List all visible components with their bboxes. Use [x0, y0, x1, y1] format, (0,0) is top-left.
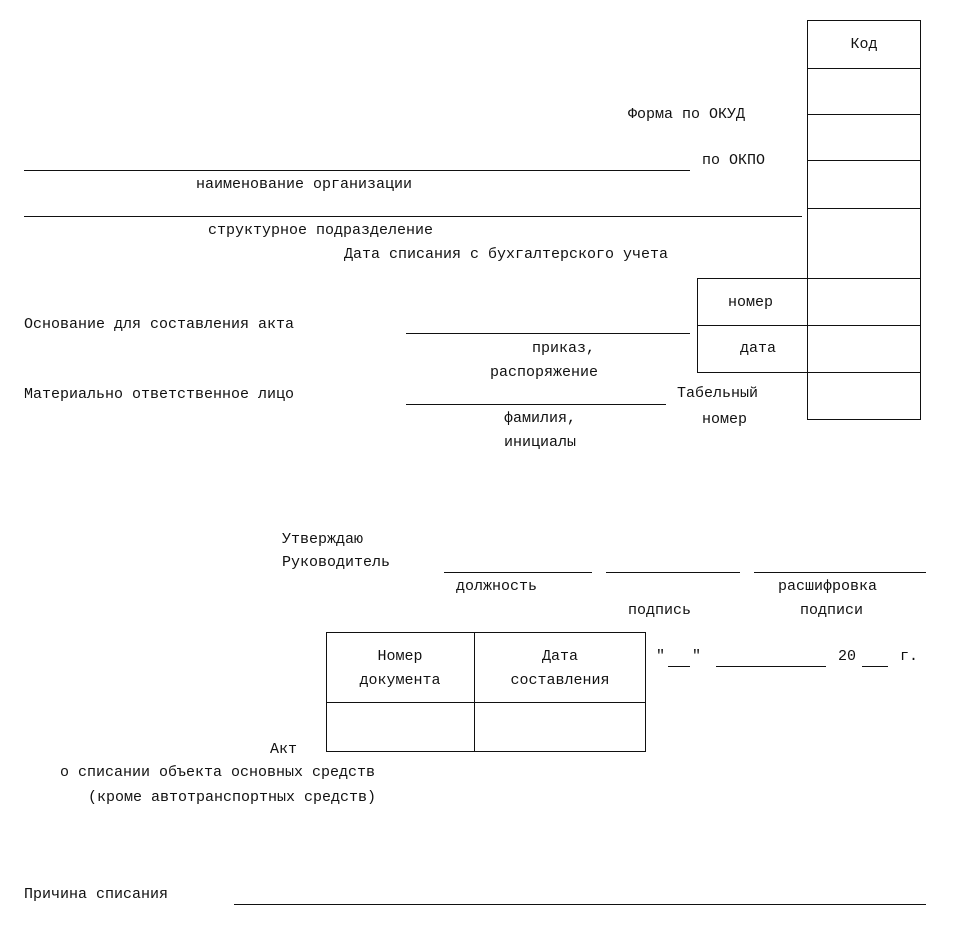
document-table-row-divider: [326, 702, 646, 703]
tabel-label-line1: Табельный: [677, 385, 759, 402]
document-number-cell[interactable]: [328, 704, 472, 750]
organization-name-field[interactable]: [24, 170, 690, 171]
responsible-label: Материально ответственное лицо: [24, 386, 295, 403]
code-row-divider: [807, 114, 921, 115]
act-subtitle: о списании объекта основных средств: [60, 764, 376, 781]
head-signature-field[interactable]: [606, 572, 740, 573]
code-column: [807, 20, 921, 420]
date-year-field[interactable]: [862, 666, 888, 667]
reason-label: Причина списания: [24, 886, 169, 903]
approve-label: Утверждаю: [282, 531, 364, 548]
date-quote-open: ": [656, 648, 666, 665]
date-year-suffix: г.: [900, 648, 919, 665]
head-decode-field[interactable]: [754, 572, 926, 573]
okpo-label: по ОКПО: [702, 152, 766, 169]
doc-number-header-line1: Номер: [377, 648, 423, 665]
code-row-divider: [807, 68, 921, 69]
code-row-divider: [697, 278, 921, 279]
code-row-divider: [697, 372, 921, 373]
date-quote-close: ": [692, 648, 702, 665]
code-row-divider: [807, 208, 921, 209]
code-row-divider: [807, 160, 921, 161]
date-label: дата: [740, 340, 777, 357]
position-caption: должность: [456, 578, 538, 595]
document-date-cell[interactable]: [476, 704, 644, 750]
head-position-field[interactable]: [444, 572, 592, 573]
date-day-field[interactable]: [668, 666, 690, 667]
number-label: номер: [728, 294, 774, 311]
basis-caption-line1: приказ,: [532, 340, 596, 357]
head-label: Руководитель: [282, 554, 391, 571]
basis-caption-line2: распоряжение: [490, 364, 599, 381]
reason-field[interactable]: [234, 904, 926, 905]
tabel-label-line2: номер: [702, 411, 748, 428]
date-year-prefix: 20: [838, 648, 857, 665]
basis-field[interactable]: [406, 333, 690, 334]
document-table-column-divider: [474, 632, 475, 752]
signature-caption: подпись: [628, 602, 692, 619]
document-table: [326, 632, 646, 752]
doc-number-header-line2: документа: [359, 672, 441, 689]
writeoff-date-label: Дата списания с бухгалтерского учета: [344, 246, 669, 263]
decode-caption-line2: подписи: [800, 602, 864, 619]
structural-unit-field[interactable]: [24, 216, 802, 217]
code-row-divider: [697, 325, 921, 326]
date-month-field[interactable]: [716, 666, 826, 667]
doc-date-header-line2: составления: [510, 672, 610, 689]
act-subtitle-note: (кроме автотранспортных средств): [88, 789, 377, 806]
doc-date-header-line1: Дата: [541, 648, 578, 665]
responsible-caption-line2: инициалы: [504, 434, 577, 451]
responsible-field[interactable]: [406, 404, 666, 405]
responsible-caption-line1: фамилия,: [504, 410, 577, 427]
act-title: Акт: [270, 741, 298, 758]
decode-caption-line1: расшифровка: [778, 578, 878, 595]
code-header: Код: [850, 36, 878, 53]
okud-label: Форма по ОКУД: [628, 106, 746, 123]
organization-name-caption: наименование организации: [196, 176, 413, 193]
number-date-left-border: [697, 278, 698, 373]
basis-label: Основание для составления акта: [24, 316, 295, 333]
structural-unit-caption: структурное подразделение: [208, 222, 434, 239]
